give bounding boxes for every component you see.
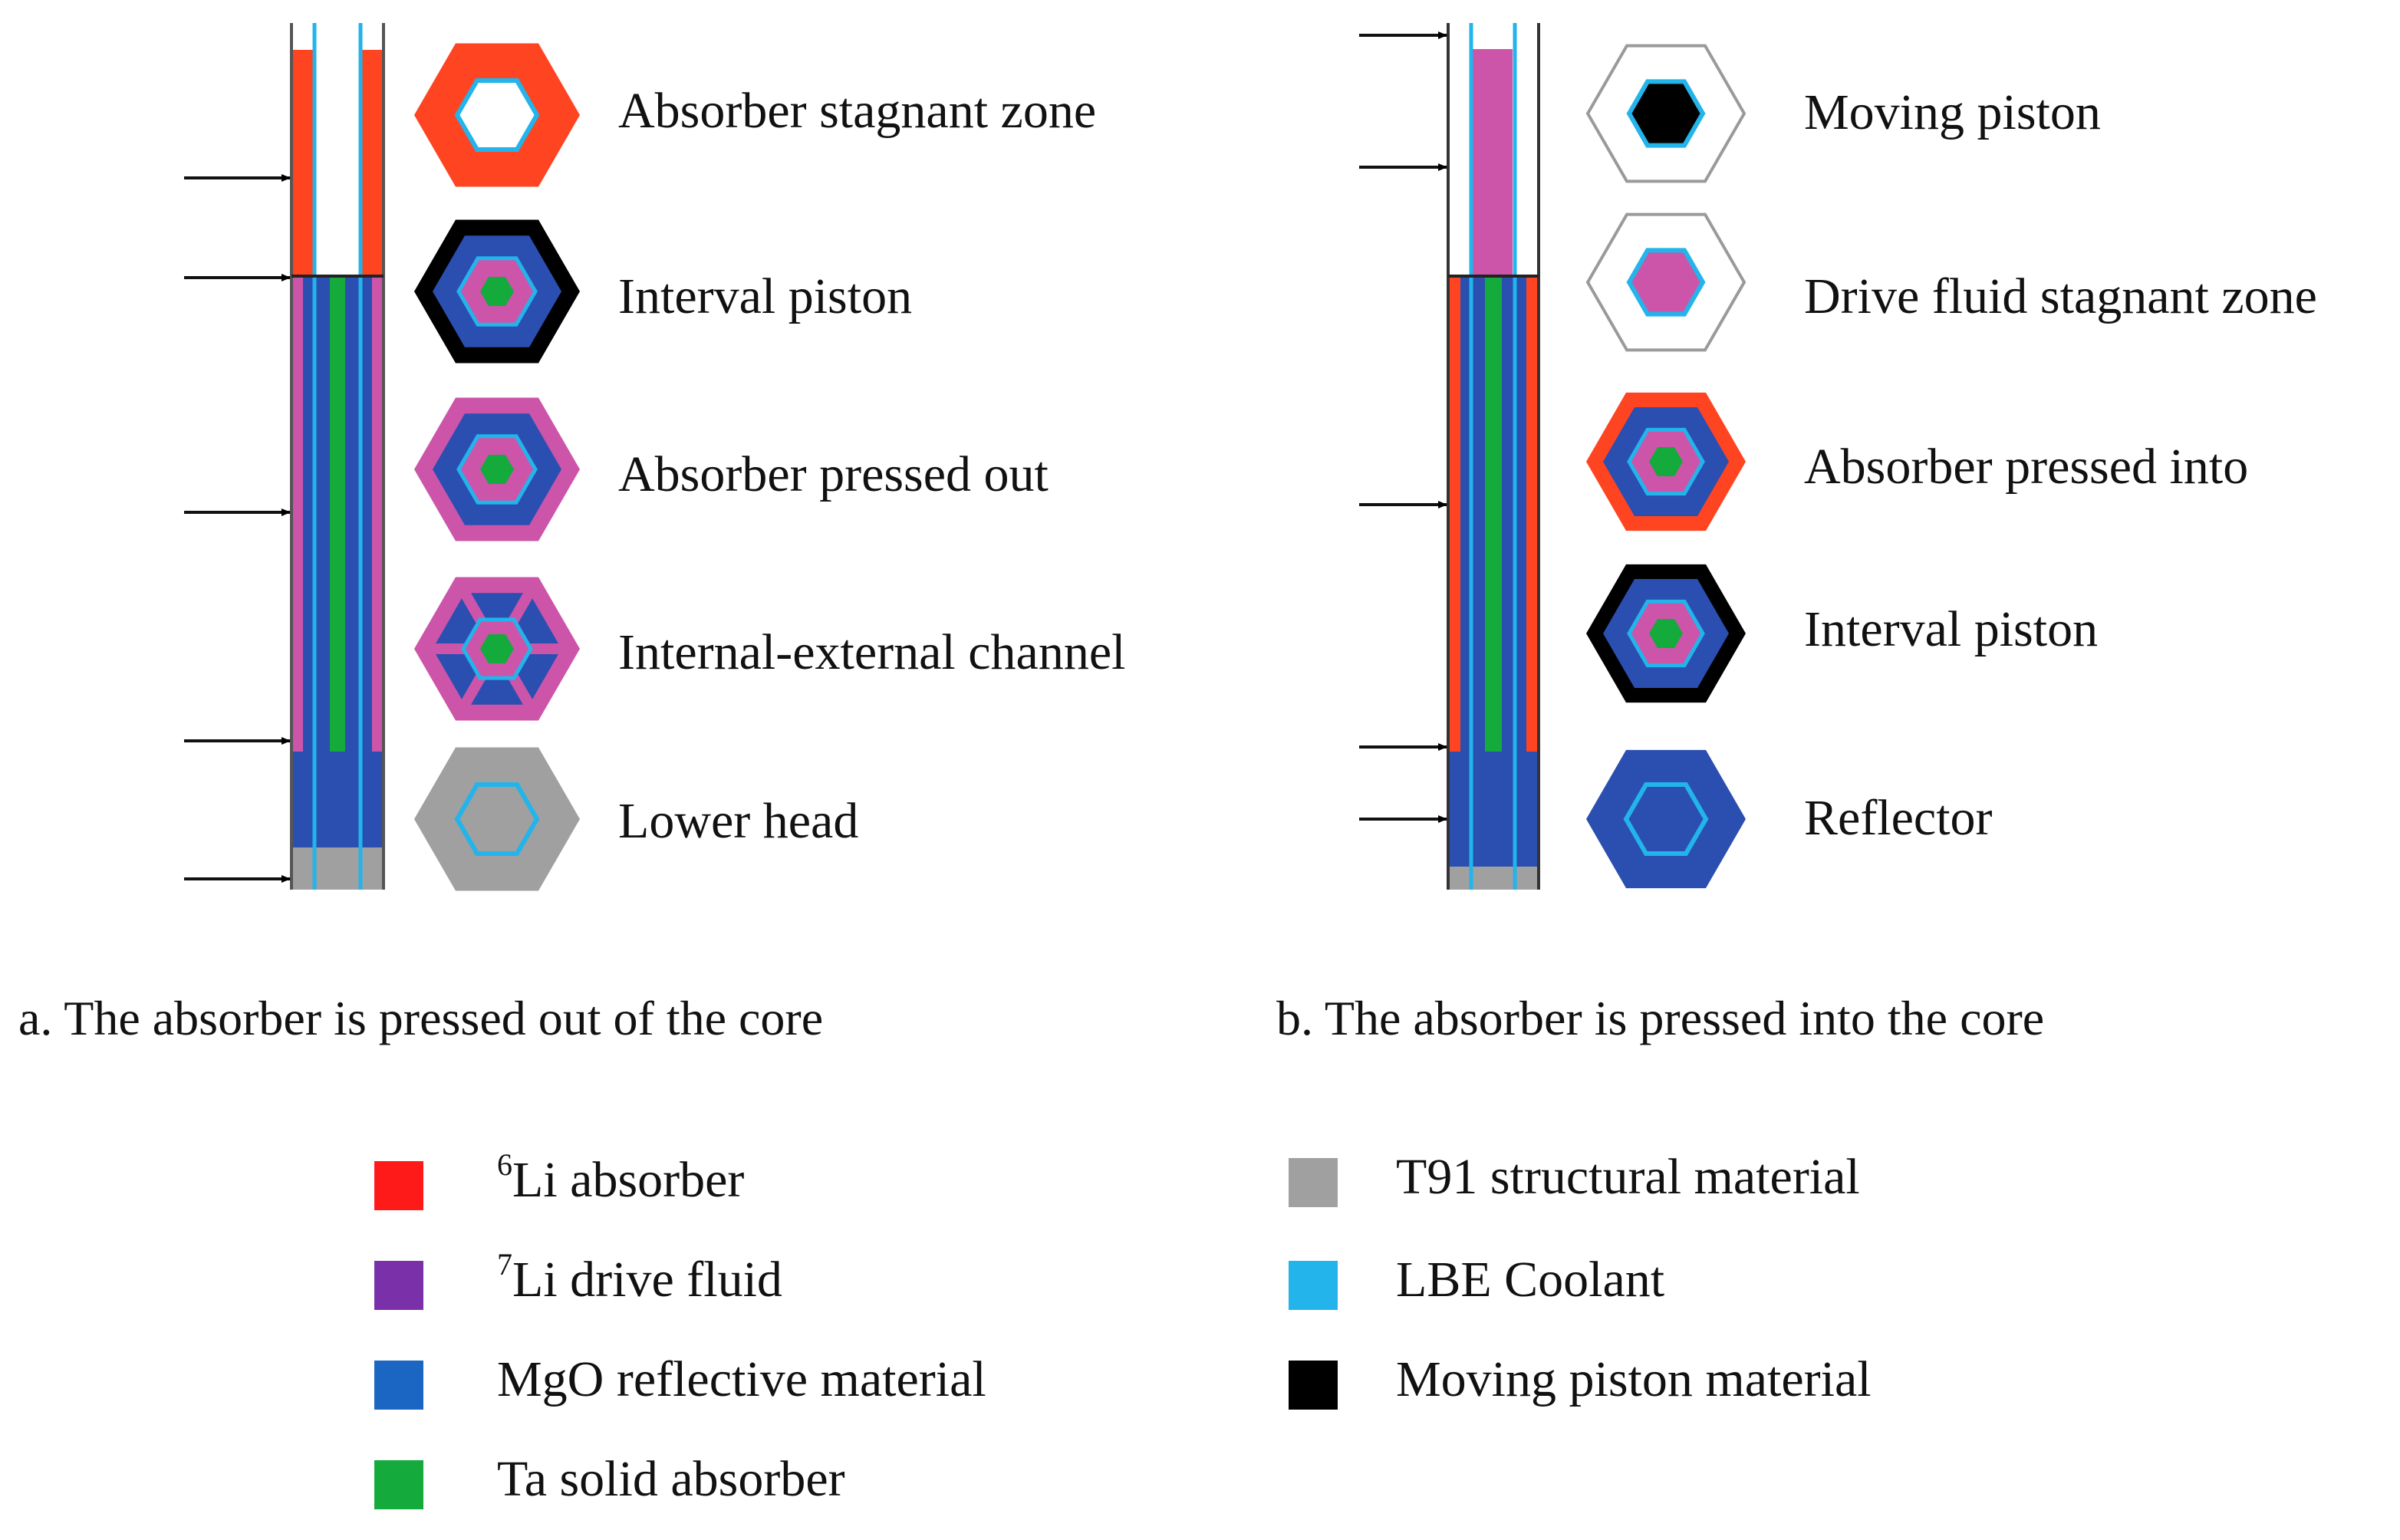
panel-b-column-ta-absorber	[1485, 276, 1502, 752]
panel-b-icon-absorber-pressed-into	[1586, 392, 1746, 531]
panel-a-column-ta-absorber	[330, 276, 345, 752]
channel-spoke-6	[507, 584, 538, 625]
channel-spoke-2	[507, 673, 538, 713]
panel-a-icon-absorber-pressed-out	[414, 397, 580, 541]
legend-text-lbe-coolant: LBE Coolant	[1396, 1252, 1665, 1308]
panel-a-label-absorber-pressed-out: Absorber pressed out	[618, 446, 1049, 502]
hex-green-core	[480, 276, 514, 307]
panel-b-graphics	[1359, 23, 1747, 890]
legend-text-mgo-reflective-material: MgO reflective material	[497, 1351, 986, 1407]
panel-a-column-absorber-left	[291, 50, 314, 276]
legend-swatch-t91-structural-material	[1289, 1158, 1338, 1207]
panel-b-column-lower-head	[1448, 867, 1539, 890]
panel-a-column-absorber-right	[360, 50, 384, 276]
panel-b-label-interval-piston: Interval piston	[1804, 601, 2099, 657]
panel-a-column-lower-head	[291, 847, 384, 890]
panel-a-graphics	[184, 23, 580, 891]
panel-a-label-interval-piston: Interval piston	[618, 268, 913, 324]
hex-inner-ring	[454, 782, 540, 857]
panel-b-caption: b. The absorber is pressed into the core	[1276, 991, 2045, 1045]
hex-inner-white	[454, 77, 540, 153]
panel-b-icon-reflector	[1586, 749, 1746, 889]
panel-b-label-drive-fluid-stagnant-zone: Drive fluid stagnant zone	[1804, 268, 2317, 324]
panel-a-column-lower-reflector	[291, 752, 384, 847]
panel-a-icon-lower-head	[414, 747, 580, 891]
legend-swatch-mgo-reflective-material	[374, 1361, 423, 1410]
panel-b-icon-moving-piston	[1585, 44, 1747, 183]
panel-b-icon-drive-fluid-stagnant-zone	[1585, 212, 1747, 352]
legend-text-ta-solid-absorber: Ta solid absorber	[497, 1451, 845, 1507]
hex-green-core	[480, 454, 514, 485]
hex-green-core	[1649, 446, 1683, 477]
legend-text-li6-absorber: 6Li absorber	[497, 1147, 745, 1208]
legend-swatch-li6-absorber	[374, 1161, 423, 1210]
legend-swatch-moving-piston-material	[1289, 1361, 1338, 1410]
panel-b-column-lower-reflector	[1448, 752, 1539, 867]
panel-b-label-moving-piston: Moving piston	[1804, 84, 2101, 140]
legend-text-li7-drive-fluid: 7Li drive fluid	[497, 1247, 782, 1308]
panel-a-icon-interval-piston	[414, 219, 580, 364]
panel-a-label-lower-head: Lower head	[618, 793, 859, 849]
channel-spoke-3	[456, 673, 487, 713]
hex-magenta-core	[1626, 248, 1706, 317]
panel-b-label-absorber-pressed-into: Absorber pressed into	[1804, 439, 2249, 495]
panel-b-column-drive-fluid-top	[1473, 49, 1513, 276]
legend-swatch-ta-solid-absorber	[374, 1460, 423, 1509]
hex-green-core	[480, 633, 514, 664]
legend-text-t91-structural-material: T91 structural material	[1396, 1149, 1860, 1205]
hex-inner-ring	[1623, 782, 1709, 857]
panel-a-caption: a. The absorber is pressed out of the co…	[18, 991, 824, 1045]
panel-b-label-reflector: Reflector	[1804, 790, 1993, 846]
legend-text-moving-piston-material: Moving piston material	[1396, 1351, 1872, 1407]
hex-black-core	[1626, 79, 1706, 148]
panel-a-label-absorber-stagnant-zone: Absorber stagnant zone	[618, 83, 1097, 139]
hex-green-core	[1649, 618, 1683, 649]
legend-swatch-li7-drive-fluid	[374, 1261, 423, 1310]
channel-spoke-5	[456, 584, 487, 625]
panel-b-icon-interval-piston	[1586, 564, 1746, 703]
legend-swatch-lbe-coolant	[1289, 1261, 1338, 1310]
panel-a-icon-absorber-stagnant-zone	[414, 43, 580, 187]
panel-a-icon-internal-external-channel	[414, 577, 580, 721]
panel-a-label-internal-external-channel: Internal-external channel	[618, 624, 1126, 680]
